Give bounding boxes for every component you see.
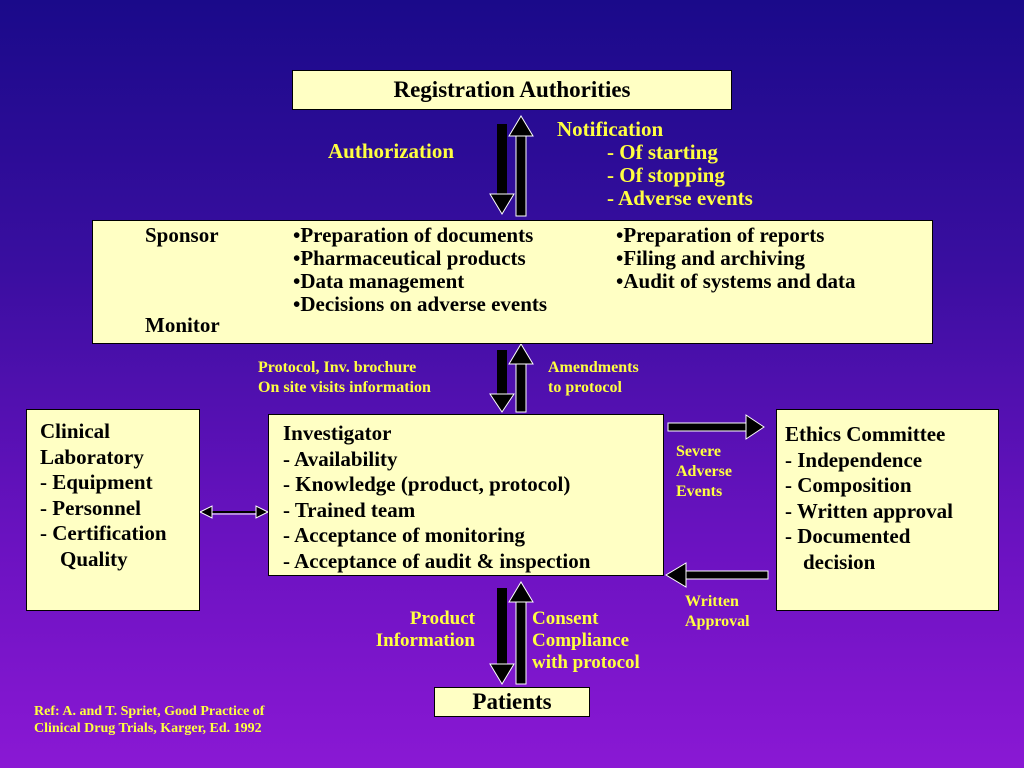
amendments-line: to protocol xyxy=(548,379,622,396)
amendments-up-arrow xyxy=(508,343,534,413)
registration-authorities-box: Registration Authorities xyxy=(292,70,732,110)
notification-item: - Of starting xyxy=(607,140,718,164)
amendments-label: Amendments to protocol xyxy=(548,358,639,398)
written-approval-line: Approval xyxy=(685,613,750,630)
consent-line: Consent xyxy=(532,608,599,629)
notification-block: Notification - Of starting - Of stopping… xyxy=(557,118,753,210)
sponsor-box: Sponsor Monitor •Preparation of document… xyxy=(92,220,933,344)
severe-events-line: Severe xyxy=(676,443,722,460)
ethics-line: - Composition xyxy=(785,473,912,497)
investigator-line: - Trained team xyxy=(283,497,416,522)
notification-arrow xyxy=(508,115,534,217)
product-info-line: Product xyxy=(409,608,475,629)
sponsor-tasks-col1: •Preparation of documents •Pharmaceutica… xyxy=(293,224,547,316)
severe-events-line: Events xyxy=(676,483,723,500)
protocol-info-label: Protocol, Inv. brochure On site visits i… xyxy=(258,358,431,398)
severe-events-line: Adverse xyxy=(676,463,732,480)
lab-investigator-double-arrow xyxy=(198,505,270,519)
investigator-line: - Acceptance of audit & inspection xyxy=(283,548,591,573)
reference-text: Ref: A. and T. Spriet, Good Practice of … xyxy=(34,703,264,737)
investigator-line: Investigator xyxy=(283,421,392,445)
task-item: •Filing and archiving xyxy=(616,246,806,270)
investigator-line: - Acceptance of monitoring xyxy=(283,523,526,547)
task-item: •Preparation of documents xyxy=(293,223,534,247)
severe-events-label: Severe Adverse Events xyxy=(676,442,732,502)
reference-line: Ref: A. and T. Spriet, Good Practice of xyxy=(34,704,265,719)
investigator-line: - Knowledge (product, protocol) xyxy=(283,472,571,496)
lab-line: - Personnel xyxy=(40,495,141,520)
protocol-info-line: Protocol, Inv. brochure xyxy=(258,359,417,376)
ethics-line: Ethics Committee xyxy=(785,422,946,446)
task-item: •Decisions on adverse events xyxy=(293,292,548,316)
product-info-label: Product Information xyxy=(340,608,475,652)
ethics-line: decision xyxy=(803,549,876,574)
severe-events-arrow xyxy=(667,414,765,440)
written-approval-line: Written xyxy=(685,593,739,610)
consent-label: Consent Compliance with protocol xyxy=(532,608,640,674)
investigator-box: Investigator - Availability - Knowledge … xyxy=(268,414,664,576)
sponsor-label: Sponsor xyxy=(145,223,219,247)
consent-line: Compliance xyxy=(532,630,630,651)
reference-line: Clinical Drug Trials, Karger, Ed. 1992 xyxy=(34,721,262,736)
task-item: •Preparation of reports xyxy=(616,223,825,247)
protocol-down-arrow xyxy=(489,350,515,413)
product-info-down-arrow xyxy=(489,588,515,685)
ethics-committee-box: Ethics Committee - Independence - Compos… xyxy=(776,409,999,611)
written-approval-arrow xyxy=(665,562,769,588)
sponsor-tasks-col2: •Preparation of reports •Filing and arch… xyxy=(616,224,856,293)
patients-title: Patients xyxy=(472,689,552,714)
consent-up-arrow xyxy=(508,581,534,685)
authorization-arrow xyxy=(489,124,515,215)
task-item: •Audit of systems and data xyxy=(616,269,856,293)
lab-line: Quality xyxy=(60,546,128,571)
task-item: •Pharmaceutical products xyxy=(293,246,526,270)
patients-box: Patients xyxy=(434,687,590,717)
monitor-label: Monitor xyxy=(145,313,220,337)
ethics-line: - Documented xyxy=(785,524,911,548)
registration-authorities-title: Registration Authorities xyxy=(393,77,631,102)
lab-line: Clinical xyxy=(40,419,111,443)
consent-line: with protocol xyxy=(532,652,640,673)
notification-item: - Adverse events xyxy=(607,186,753,210)
investigator-line: - Availability xyxy=(283,446,398,471)
lab-line: - Equipment xyxy=(40,470,153,494)
product-info-line: Information xyxy=(375,630,475,651)
protocol-info-line: On site visits information xyxy=(258,379,431,396)
amendments-line: Amendments xyxy=(548,359,639,376)
written-approval-label: Written Approval xyxy=(685,592,750,632)
lab-line: Laboratory xyxy=(40,444,144,469)
notification-title: Notification xyxy=(557,117,664,141)
authorization-label: Authorization xyxy=(328,139,454,163)
notification-item: - Of stopping xyxy=(607,163,725,187)
clinical-laboratory-box: Clinical Laboratory - Equipment - Person… xyxy=(26,409,200,611)
lab-line: - Certification xyxy=(40,521,167,545)
task-item: •Data management xyxy=(293,269,465,293)
ethics-line: - Written approval xyxy=(785,498,954,523)
ethics-line: - Independence xyxy=(785,447,923,472)
